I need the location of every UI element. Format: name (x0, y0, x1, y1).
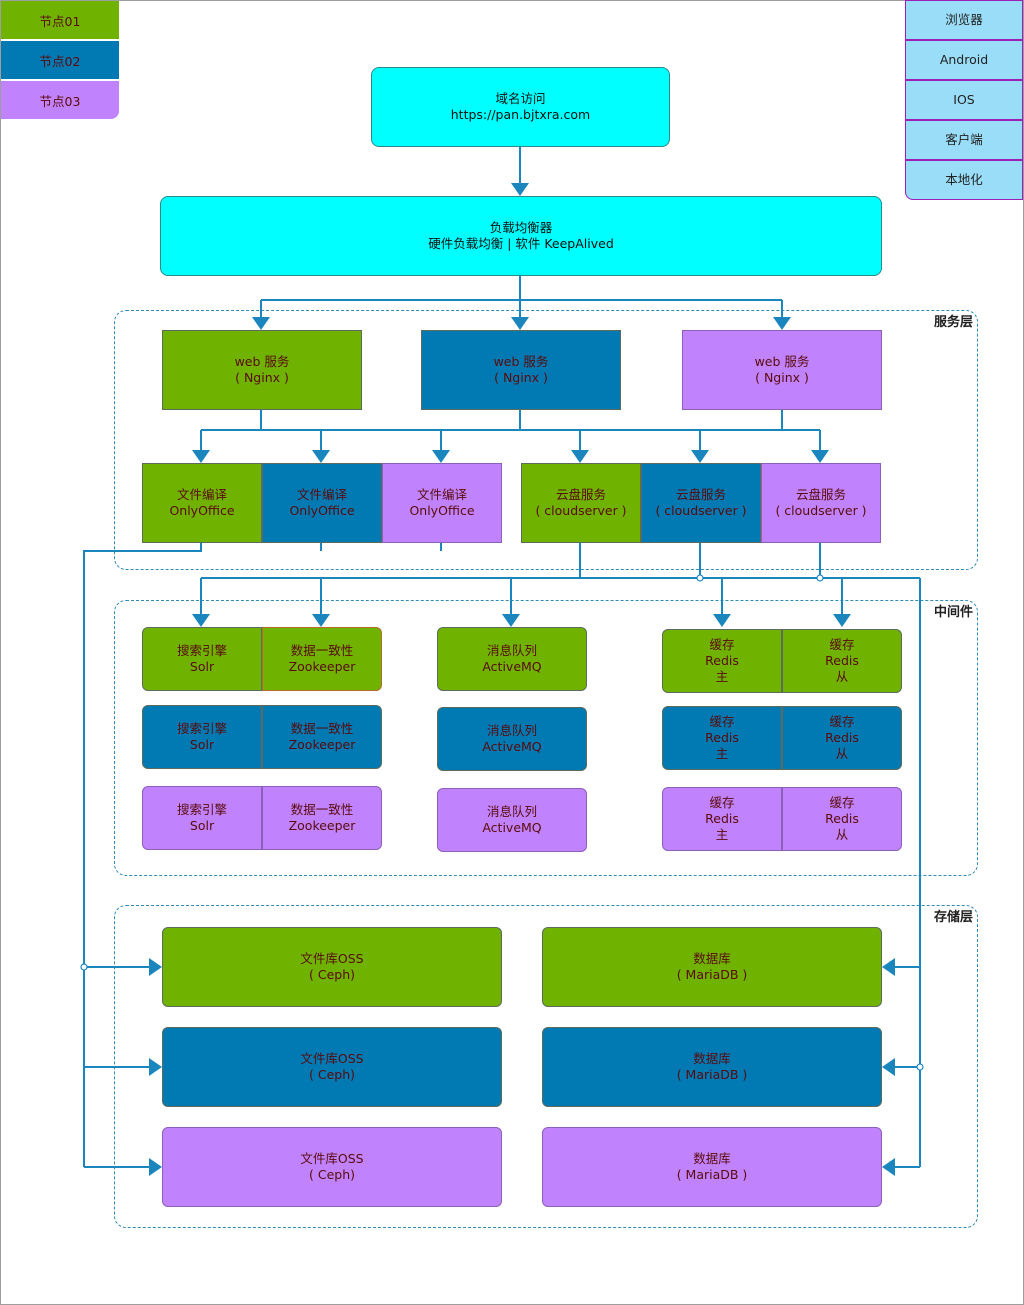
mariadb-node01: 数据库( MariaDB ) (542, 927, 882, 1007)
arrowhead (811, 450, 829, 463)
wire-cloud-db (894, 578, 921, 1168)
legend-node02: 节点02 (1, 41, 119, 79)
service-layer (114, 310, 978, 570)
arrowhead (833, 614, 851, 627)
arrowhead (511, 317, 529, 330)
arrowhead (252, 317, 270, 330)
arrowhead (691, 450, 709, 463)
junction (916, 1063, 924, 1071)
junction (696, 574, 704, 582)
junction (816, 574, 824, 582)
arrowhead (149, 1058, 162, 1076)
wire-lb-web (260, 276, 783, 318)
oss-ceph-node01: 文件库OSS( Ceph) (162, 927, 502, 1007)
arrowhead (882, 1058, 895, 1076)
arrowhead (432, 450, 450, 463)
client-browser: 浏览器 (905, 0, 1023, 40)
arrowhead (312, 450, 330, 463)
arrowhead (511, 183, 529, 196)
wire-cloud-middleware (200, 543, 920, 615)
client-ios: IOS (905, 80, 1023, 120)
client-desktop: 客户端 (905, 120, 1023, 160)
arrowhead (571, 450, 589, 463)
load-balancer-node: 负载均衡器硬件负载均衡 | 软件 KeepAlived (160, 196, 882, 276)
legend-node01: 节点01 (1, 1, 119, 39)
arrowhead (149, 958, 162, 976)
middleware-layer-label: 中间件 (934, 605, 974, 620)
cloudserver-node03: 云盘服务( cloudserver ) (761, 463, 881, 543)
web-service-node03: web 服务( Nginx ) (682, 330, 882, 410)
legend-node03: 节点03 (1, 81, 119, 119)
wire-web-services (200, 410, 821, 451)
wire-office-oss (83, 543, 442, 1168)
middleware-layer (114, 600, 978, 876)
arrowhead (502, 614, 520, 627)
mariadb-node02: 数据库( MariaDB ) (542, 1027, 882, 1107)
client-android: Android (905, 40, 1023, 80)
client-localized: 本地化 (905, 160, 1023, 200)
cloudserver-node02: 云盘服务( cloudserver ) (641, 463, 761, 543)
arrowhead (882, 1158, 895, 1176)
oss-ceph-node03: 文件库OSS( Ceph) (162, 1127, 502, 1207)
arrowhead (192, 450, 210, 463)
storage-layer-label: 存储层 (934, 910, 974, 925)
arrowhead (713, 614, 731, 627)
oss-ceph-node02: 文件库OSS( Ceph) (162, 1027, 502, 1107)
junction (80, 963, 88, 971)
web-service-node02: web 服务( Nginx ) (421, 330, 621, 410)
mariadb-node03: 数据库( MariaDB ) (542, 1127, 882, 1207)
arrowhead (192, 614, 210, 627)
web-service-node01: web 服务( Nginx ) (162, 330, 362, 410)
service-layer-label: 服务层 (934, 315, 974, 330)
cloudserver-node01: 云盘服务( cloudserver ) (521, 463, 641, 543)
arrowhead (149, 1158, 162, 1176)
arrowhead (773, 317, 791, 330)
arrowhead (882, 958, 895, 976)
arrowhead (312, 614, 330, 627)
